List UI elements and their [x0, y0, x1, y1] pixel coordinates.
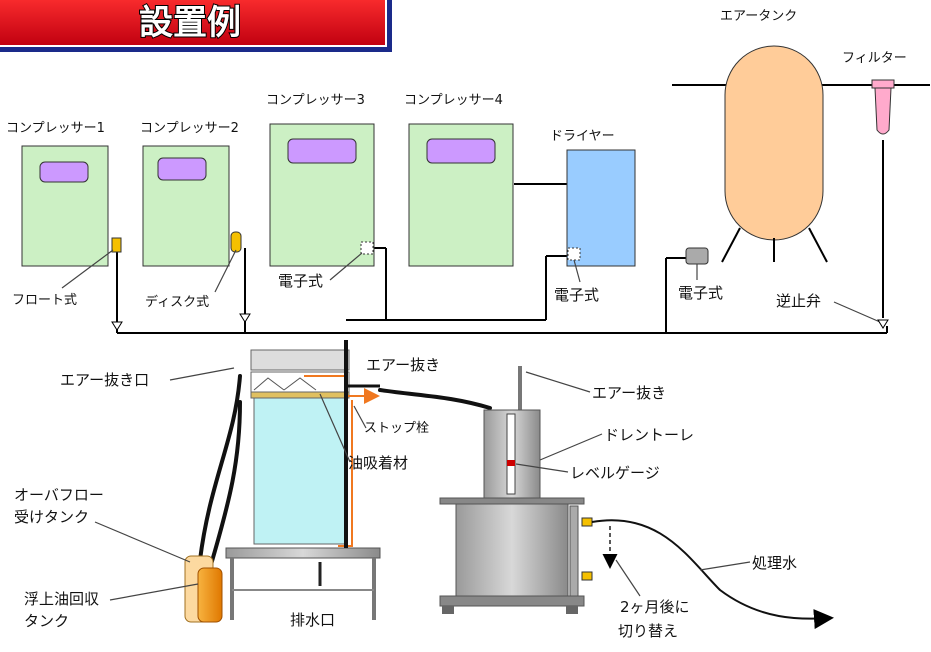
switch-note-line-1: 2ヶ月後に: [620, 598, 690, 616]
air-tank-label: エアータンク: [720, 9, 797, 24]
air-tank: エアータンク 電子式: [678, 9, 828, 302]
oil-tank-label-1: 浮上油回収: [24, 590, 99, 608]
float-trap-icon: [111, 237, 122, 253]
dryer: ドライヤー 電子式: [550, 129, 636, 304]
compressor-2-trap-label: ディスク式: [145, 294, 209, 310]
electronic-trap-icon: [685, 247, 709, 265]
check-valve-icon: [877, 319, 889, 329]
stopper-label: ストップ栓: [364, 421, 429, 436]
compressor-3-trap-label: 電子式: [278, 272, 323, 290]
dryer-label: ドライヤー: [550, 129, 615, 144]
valve-icon: [111, 321, 123, 331]
drain-port-label: 排水口: [290, 611, 335, 629]
compressor-1-trap-label: フロート式: [12, 293, 77, 308]
compressor-4-label: コンプレッサー4: [404, 93, 503, 108]
air-tank-trap-label: 電子式: [678, 284, 723, 302]
switch-note-line-2: 切り替え: [618, 622, 678, 640]
drain-tray-label: ドレントーレ: [604, 426, 694, 444]
compressor-3: コンプレッサー3 電子式: [266, 93, 375, 290]
vent-port-label: エアー抜き口: [60, 371, 149, 389]
check-valve-label: 逆止弁: [776, 292, 821, 310]
separator-vent-label: エアー抜き: [366, 356, 440, 374]
compressor-1-label: コンプレッサー1: [6, 121, 105, 136]
electronic-trap-icon: [360, 241, 374, 255]
filter-label: フィルター: [842, 51, 907, 66]
compressor-2-label: コンプレッサー2: [140, 121, 239, 136]
absorbent-label: 油吸着材: [348, 454, 408, 472]
page-title: 設置例: [139, 3, 241, 43]
compressor-4: コンプレッサー4: [404, 93, 514, 267]
valve-icon: [239, 313, 251, 323]
compressor-1: コンプレッサー1 フロート式: [6, 121, 123, 331]
dryer-trap-label: 電子式: [554, 286, 599, 304]
disc-trap-icon: [230, 231, 242, 253]
oil-tank-label-2: タンク: [24, 612, 69, 630]
treatment-unit: [439, 366, 593, 614]
treated-water-label: 処理水: [752, 554, 797, 572]
overflow-tank-label-2: 受けタンク: [14, 508, 89, 526]
treated-water-line: [591, 519, 834, 630]
level-gauge-label: レベルゲージ: [570, 464, 660, 482]
compressor-2: コンプレッサー2 ディスク式: [140, 121, 251, 323]
treatment-vent-label: エアー抜き: [592, 384, 666, 402]
filter: フィルター 逆止弁: [776, 51, 907, 329]
oil-tanks: [184, 555, 223, 623]
overflow-tank-label-1: オーバフロー: [14, 486, 104, 504]
compressor-3-label: コンプレッサー3: [266, 93, 365, 108]
electronic-trap-icon: [567, 247, 581, 261]
separator-unit: [225, 340, 380, 620]
title-banner: 設置例: [0, 0, 392, 52]
